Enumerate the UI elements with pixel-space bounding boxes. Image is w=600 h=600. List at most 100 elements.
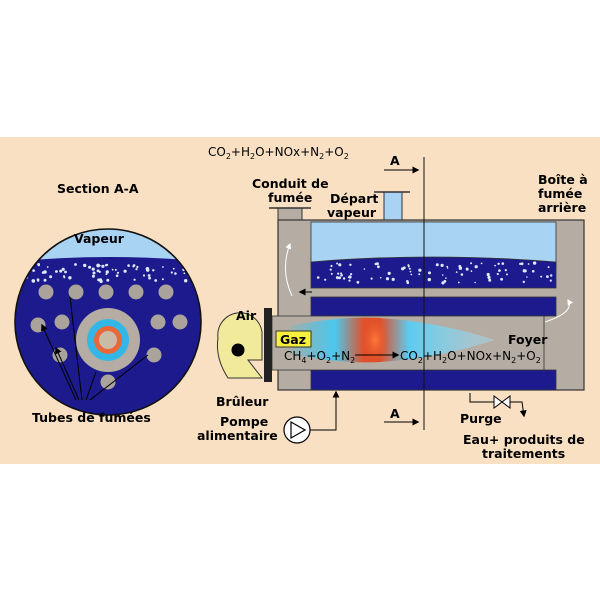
flue-tube <box>51 346 69 364</box>
bubble <box>474 265 478 269</box>
bubble <box>152 269 155 272</box>
flue-tube <box>99 373 117 391</box>
bubble <box>356 280 360 284</box>
bubble <box>64 270 67 274</box>
bubble <box>504 269 507 272</box>
boite-label-3: arrière <box>538 200 586 215</box>
fan-icon <box>231 343 245 357</box>
drum-water <box>310 256 557 289</box>
bubble <box>441 281 445 285</box>
bubble <box>114 268 117 271</box>
bubble <box>55 270 58 273</box>
bubble <box>97 278 101 282</box>
bubble <box>174 272 177 275</box>
bubble <box>316 276 320 279</box>
bubble <box>496 272 499 276</box>
tubes-label: Tubes de fumées <box>32 410 151 425</box>
bubble <box>522 280 525 284</box>
section-steam-label: Vapeur <box>74 231 125 246</box>
bubble <box>348 279 351 282</box>
flame <box>290 317 495 363</box>
flue-tube <box>29 316 47 334</box>
svg-text:A: A <box>390 406 400 421</box>
bubble <box>105 270 110 274</box>
section-marker-bottom: A <box>384 406 420 426</box>
bubble <box>46 266 49 268</box>
bubble <box>127 264 130 267</box>
bubble <box>347 276 350 279</box>
foyer-label: Foyer <box>508 332 548 347</box>
bubble <box>370 277 373 280</box>
bubble <box>427 277 431 282</box>
bruleur-label: Brûleur <box>216 394 269 409</box>
drum-bubbles <box>316 261 553 285</box>
bubble <box>68 276 72 280</box>
bubble <box>59 269 63 273</box>
reactants-formula: CH4+O2+N2 <box>284 349 355 365</box>
bubble <box>406 281 410 285</box>
bubble <box>546 275 549 278</box>
bubble <box>338 276 342 280</box>
section-bubbles <box>24 263 191 284</box>
bubble <box>324 278 327 281</box>
conduit-label-1: Conduit de <box>252 176 329 191</box>
bubble <box>105 273 108 276</box>
bubble <box>342 277 346 280</box>
bubble <box>146 268 150 272</box>
bubble <box>184 279 188 283</box>
bubble <box>363 268 366 270</box>
bubble <box>63 276 66 279</box>
bubble <box>350 273 353 276</box>
bubble <box>61 267 65 271</box>
bubble <box>147 274 151 277</box>
bubble <box>435 263 439 267</box>
tubes-pointer-lines <box>41 296 149 401</box>
bubble <box>497 262 500 265</box>
bubble <box>32 269 35 272</box>
bubble <box>338 263 342 267</box>
bubble <box>410 273 413 276</box>
bubble <box>123 269 127 273</box>
bubble <box>135 268 138 271</box>
bubble <box>428 271 431 275</box>
flue-tube <box>67 283 85 301</box>
flue-tube <box>37 283 55 301</box>
bubble <box>329 268 332 271</box>
bubble <box>488 278 492 282</box>
bubble <box>183 272 186 275</box>
air-label: Air <box>236 308 257 323</box>
bubble <box>385 277 390 281</box>
gaz-box <box>275 330 312 348</box>
bubble <box>531 270 535 273</box>
bubble <box>31 279 36 283</box>
boite-label-1: Boîte à <box>538 172 588 187</box>
bubble <box>154 279 158 282</box>
boite-label-2: fumée <box>538 186 582 201</box>
bubble <box>486 272 490 277</box>
bubble <box>92 271 96 275</box>
steam-nozzle <box>383 191 403 223</box>
bubble <box>519 262 522 265</box>
bubble <box>549 279 552 282</box>
bubble <box>440 263 444 267</box>
bubble <box>500 277 503 281</box>
depart-label-2: vapeur <box>327 205 377 220</box>
bubble <box>522 269 526 273</box>
bubble <box>441 274 444 276</box>
bubble <box>170 271 173 274</box>
purge-pipe <box>469 393 527 418</box>
eau-label-2: traitements <box>482 446 565 461</box>
bubble <box>391 277 395 281</box>
flue-tube <box>171 313 189 331</box>
bubble <box>133 278 136 281</box>
bubble <box>104 264 108 267</box>
bubble <box>418 273 421 276</box>
bubble <box>340 272 343 275</box>
bubble <box>349 263 352 266</box>
bubble <box>506 273 508 276</box>
bubble <box>74 263 77 266</box>
exhaust-formula: CO2+H2O+NOx+N2+O2 <box>208 145 349 161</box>
bubble <box>498 269 501 272</box>
flue-tube <box>149 313 167 331</box>
